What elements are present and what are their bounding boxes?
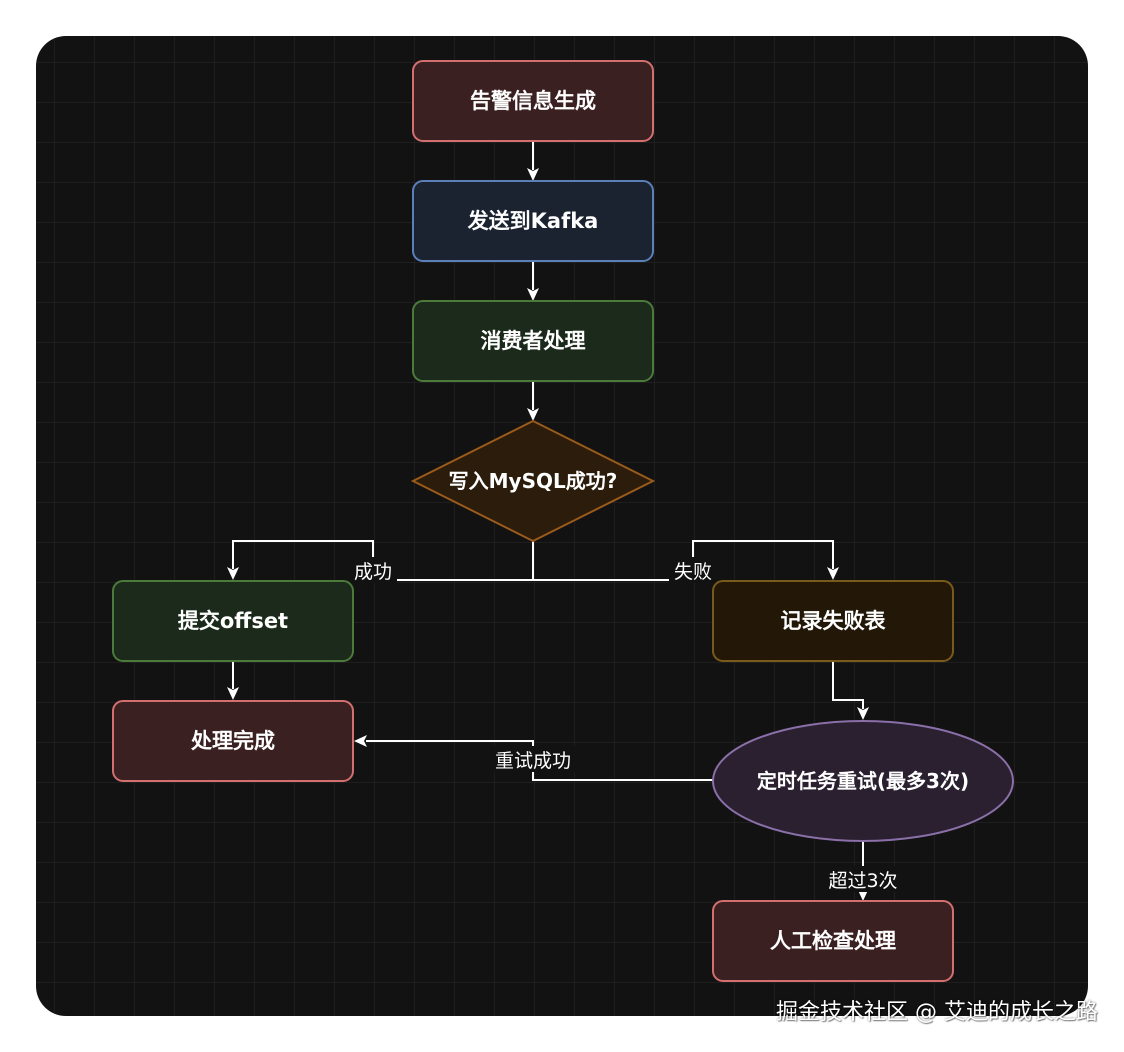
node-kafka-box: [412, 180, 654, 262]
node-retry-label: 定时任务重试(最多3次): [757, 769, 969, 793]
node-fail-table-label: 记录失败表: [781, 609, 887, 633]
arrowhead-icon: [527, 168, 539, 181]
node-manual-box: [712, 900, 954, 982]
edge-label-bg: [488, 746, 578, 772]
node-done[interactable]: 处理完成: [112, 700, 354, 782]
node-done-label: 处理完成: [190, 729, 275, 753]
node-consumer-label: 消费者处理: [481, 329, 586, 353]
node-consumer-box: [412, 300, 654, 382]
node-manual[interactable]: 人工检查处理: [712, 900, 954, 982]
edge-label-over-three: 超过3次: [828, 870, 897, 892]
node-alert[interactable]: 告警信息生成: [412, 60, 654, 142]
arrowhead-icon: [227, 687, 239, 700]
arrowhead-icon: [354, 735, 367, 747]
edge-labels: 成功 失败 重试成功 超过3次: [349, 557, 911, 892]
node-commit-box: [112, 580, 354, 662]
node-decision-label: 写入MySQL成功?: [449, 469, 618, 493]
edge-label-retry-success: 重试成功: [495, 750, 571, 772]
arrowhead-icon: [227, 567, 239, 580]
edge-label-failure: 失败: [674, 561, 712, 583]
node-fail-table-box: [712, 580, 954, 662]
node-manual-label: 人工检查处理: [770, 929, 896, 953]
node-commit-label: 提交offset: [178, 609, 288, 633]
node-decision[interactable]: 写入MySQL成功?: [410, 419, 656, 543]
node-kafka[interactable]: 发送到Kafka: [412, 180, 654, 262]
node-alert-label: 告警信息生成: [470, 89, 596, 113]
node-retry-ellipse: [712, 720, 1014, 842]
node-commit[interactable]: 提交offset: [112, 580, 354, 662]
edge-label-bg: [669, 557, 717, 583]
edge-label-bg: [815, 866, 911, 892]
node-consumer[interactable]: 消费者处理: [412, 300, 654, 382]
node-retry[interactable]: 定时任务重试(最多3次): [712, 720, 1014, 842]
edge-label-bg: [349, 557, 397, 583]
arrowhead-icon: [857, 707, 869, 720]
arrowhead-icon: [827, 567, 839, 580]
watermark: 掘金技术社区 @ 艾迪的成长之路: [776, 1000, 1098, 1025]
arrowhead-icon: [527, 408, 539, 421]
node-fail-table[interactable]: 记录失败表: [712, 580, 954, 662]
node-kafka-label: 发送到Kafka: [467, 209, 599, 233]
edge-decision-to-fail-table: [533, 540, 834, 581]
node-alert-box: [412, 60, 654, 142]
edge-label-success: 成功: [354, 561, 392, 583]
arrowhead-icon: [527, 288, 539, 301]
node-done-box: [112, 700, 354, 782]
node-decision-diamond: [410, 419, 656, 543]
edge-fail-table-to-retry: [832, 661, 864, 709]
